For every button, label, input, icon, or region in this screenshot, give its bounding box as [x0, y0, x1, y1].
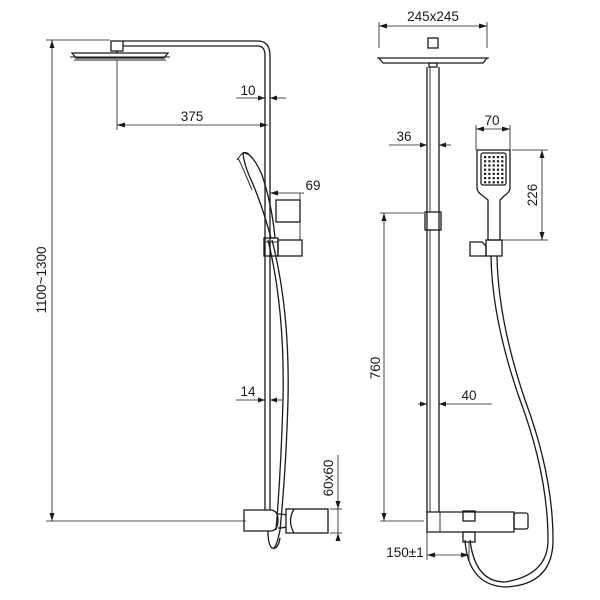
- nozzle-dot: [496, 177, 500, 180]
- nozzle-dot: [492, 156, 495, 159]
- hand-length-label: 226: [525, 184, 540, 207]
- nozzle-dot: [484, 181, 487, 184]
- riser-diameter-dimension: 36: [389, 129, 451, 148]
- nozzle-dot: [488, 156, 491, 159]
- nozzle-dot: [501, 177, 504, 180]
- lower-pipe-label: 40: [461, 388, 476, 403]
- nozzle-dot: [484, 164, 487, 167]
- mixer-spacing-label: 150±1: [386, 545, 423, 560]
- nozzle-dot: [488, 160, 491, 163]
- nozzle-dot: [484, 177, 487, 180]
- nozzle-dot: [488, 177, 491, 180]
- nozzle-dot: [484, 160, 487, 163]
- nozzle-dot: [501, 160, 504, 163]
- nozzle-dot: [492, 181, 495, 184]
- riser-diameter-label: 36: [396, 129, 411, 144]
- nozzle-dot: [496, 156, 500, 159]
- nozzle-dot: [496, 160, 500, 163]
- nozzle-dot: [488, 164, 491, 167]
- slider-height-dimension: 760: [368, 212, 424, 522]
- height-dimension: 1100~1300: [34, 39, 246, 522]
- height-range-label: 1100~1300: [34, 247, 49, 314]
- hose-side: [267, 239, 289, 549]
- nozzle-dot: [501, 164, 504, 167]
- hand-length-dimension: 226: [502, 149, 548, 241]
- drop-dimension: 10: [236, 83, 286, 101]
- nozzle-dot: [496, 164, 500, 167]
- hand-shower-front: [476, 149, 511, 241]
- arm-length-label: 375: [181, 109, 204, 124]
- overhead-shower-side: [70, 40, 170, 61]
- nozzle-grid: [484, 156, 504, 184]
- nozzle-dot: [492, 164, 495, 167]
- nozzle-dot: [501, 156, 504, 159]
- lower-pipe-dimension: 40: [418, 388, 492, 407]
- nozzle-dot: [488, 172, 491, 175]
- nozzle-dot: [484, 156, 487, 159]
- hand-width-label: 70: [484, 113, 499, 128]
- hose-front: [464, 255, 554, 588]
- head-size-dimension: 245x245: [378, 9, 488, 48]
- nozzle-dot: [501, 168, 504, 171]
- mixer-spacing-dimension: 150±1: [386, 532, 470, 560]
- nozzle-dot: [496, 168, 500, 171]
- hand-holder-front: [469, 239, 503, 257]
- mixer-size-label: 60x60: [321, 460, 336, 497]
- nozzle-dot: [488, 168, 491, 171]
- mixer-front: [426, 510, 529, 543]
- nozzle-dot: [484, 168, 487, 171]
- overhead-shower-front: [377, 37, 489, 68]
- nozzle-dot: [492, 177, 495, 180]
- hand-shower-side: [236, 151, 276, 239]
- nozzle-dot: [492, 168, 495, 171]
- riser-pipe-side: [123, 40, 271, 510]
- front-view: 245x245 36: [368, 9, 554, 588]
- nozzle-dot: [501, 181, 504, 184]
- slider-front: [424, 211, 442, 231]
- head-size-label: 245x245: [407, 9, 459, 24]
- nozzle-dot: [496, 172, 500, 175]
- drop-label: 10: [240, 83, 255, 98]
- nozzle-dot: [492, 172, 495, 175]
- mixer-size-dimension: 60x60: [321, 455, 342, 541]
- side-view: 1100~1300 10 375: [34, 39, 342, 549]
- nozzle-dot: [484, 172, 487, 175]
- arm-length-dimension: 375: [116, 60, 268, 130]
- nozzle-dot: [488, 181, 491, 184]
- riser-pipe-front: [426, 67, 440, 512]
- mixer-side: [243, 508, 329, 549]
- hand-offset-dimension: 69: [270, 178, 321, 240]
- nozzle-dot: [492, 160, 495, 163]
- hand-offset-label: 69: [305, 178, 320, 193]
- pipe-diameter-dimension: 14: [236, 384, 282, 403]
- nozzle-dot: [501, 172, 504, 175]
- hand-width-dimension: 70: [475, 113, 511, 150]
- pipe-diameter-label: 14: [240, 384, 256, 399]
- nozzle-dot: [496, 181, 500, 184]
- slider-height-label: 760: [368, 357, 383, 380]
